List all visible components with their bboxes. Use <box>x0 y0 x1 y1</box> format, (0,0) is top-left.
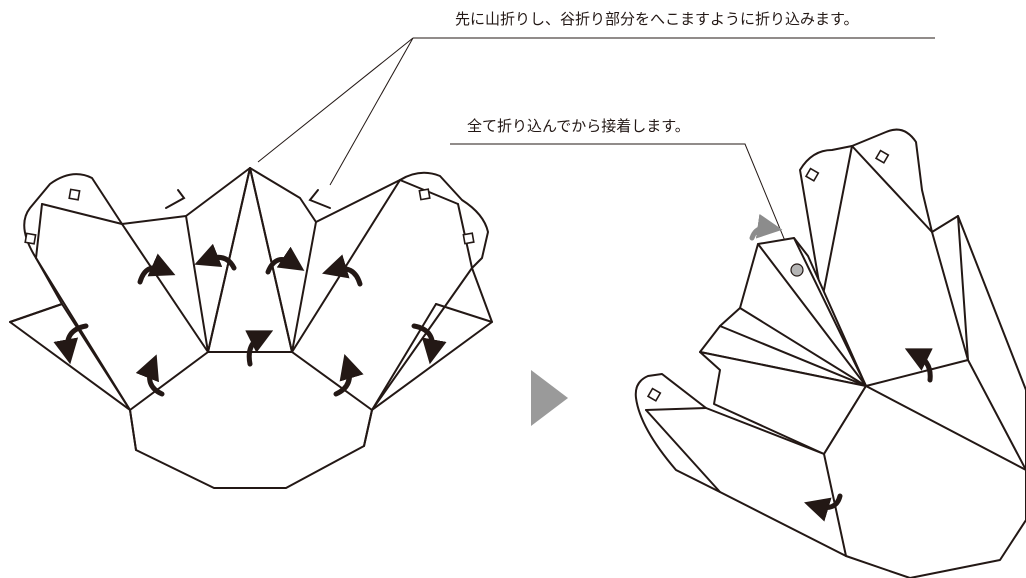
curved-arrow-icon <box>804 493 843 522</box>
glue-tab-marker <box>804 167 820 182</box>
glue-tab-marker <box>68 188 81 201</box>
folded-model <box>634 128 1026 578</box>
glue-tab-marker <box>874 149 890 164</box>
triangle-right-icon <box>531 370 568 426</box>
glue-dot-icon <box>790 263 804 277</box>
unfolded-model <box>9 167 493 489</box>
unfolded-model-fold-lines <box>9 167 493 451</box>
back-flap <box>799 128 1026 471</box>
fold-instruction-callout: 先に山折りし、谷折り部分をへこますように折り込みます。 <box>257 10 935 186</box>
curved-arrow-icon <box>135 354 165 397</box>
fold-instruction-leader-1 <box>257 37 414 163</box>
glue-tab-marker <box>24 232 37 245</box>
curved-arrow-icon <box>411 323 447 365</box>
glue-tab-marker <box>418 188 431 201</box>
glue-tab-marker <box>646 387 662 402</box>
curved-arrow-icon <box>53 323 89 365</box>
curved-arrow-icon <box>322 254 363 287</box>
curved-arrow-icon <box>904 348 933 383</box>
glue-tab-marker <box>462 232 475 245</box>
glue-instruction-callout: 全て折り込んでから接着します。 <box>450 117 798 271</box>
mountain-fold-mark-icon <box>165 189 186 209</box>
small-curved-arrow-icon <box>749 213 783 241</box>
curved-arrow-icon <box>265 246 305 275</box>
curved-arrow-icon <box>333 354 364 397</box>
curved-arrow-icon <box>245 330 274 367</box>
fold-arrows <box>53 243 447 397</box>
glue-instruction-leader <box>450 143 798 271</box>
fold-instruction-text: 先に山折りし、谷折り部分をへこますように折り込みます。 <box>455 10 859 28</box>
unfolded-model-outline <box>9 167 493 489</box>
fold-instruction-leader-2 <box>329 37 414 186</box>
curved-arrow-icon <box>137 253 176 285</box>
curved-arrow-icon <box>194 243 237 271</box>
valley-fold-mark-icon <box>308 189 331 209</box>
bottom-flap <box>634 373 1026 578</box>
glue-instruction-text: 全て折り込んでから接着します。 <box>467 117 690 135</box>
